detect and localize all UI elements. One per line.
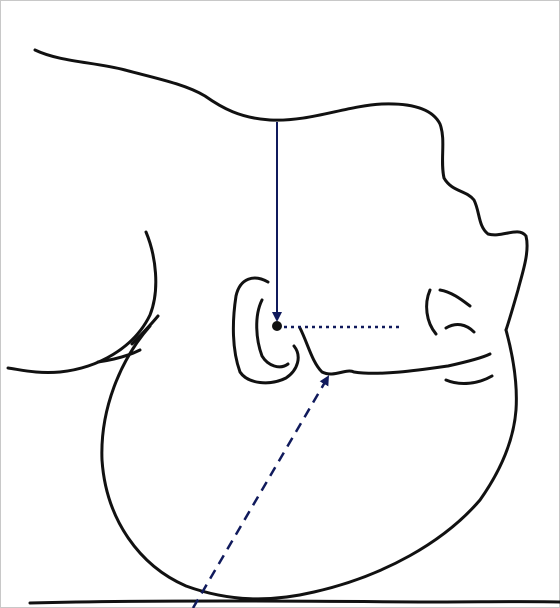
eye-lid bbox=[446, 325, 474, 332]
reference-dot bbox=[272, 321, 282, 331]
upper-contour bbox=[35, 50, 527, 330]
mouth bbox=[446, 376, 492, 383]
jaw-line bbox=[300, 328, 490, 374]
ear bbox=[233, 278, 298, 383]
head-outline bbox=[102, 326, 517, 599]
ground-line bbox=[30, 601, 560, 603]
diagonal-dashed-arrow bbox=[193, 377, 328, 608]
ear-inner bbox=[257, 300, 288, 367]
